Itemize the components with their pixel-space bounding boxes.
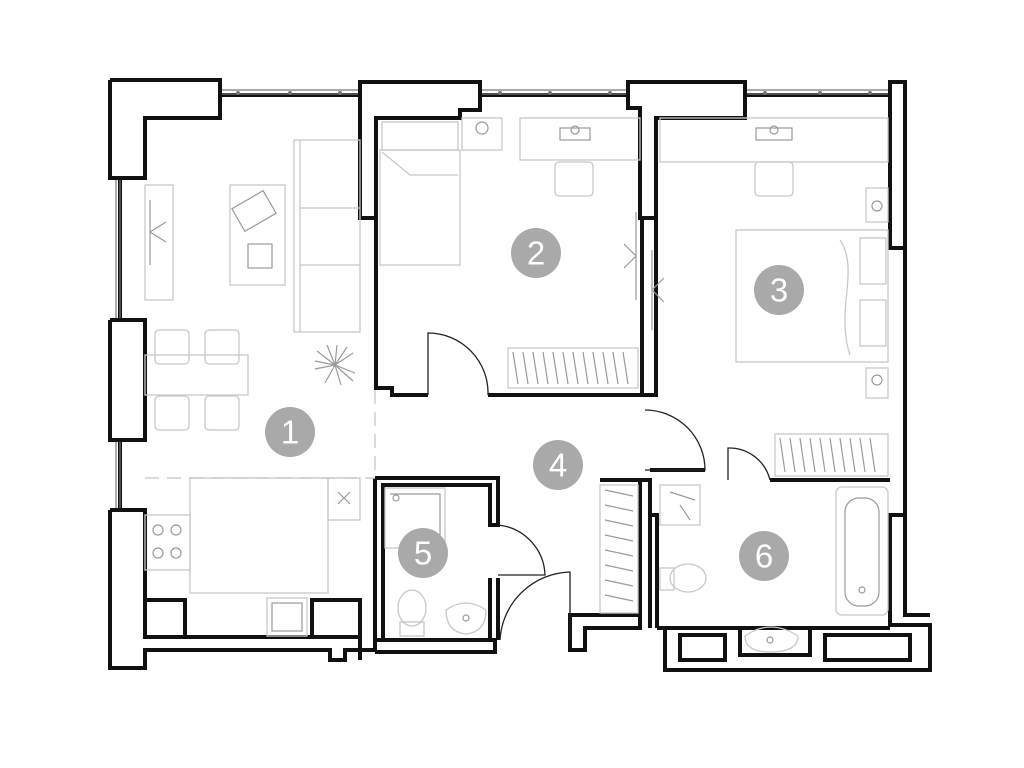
room-badge-5: 5	[398, 528, 448, 578]
room-number-4: 4	[549, 447, 567, 484]
plant-icon	[314, 344, 356, 386]
room-number-1: 1	[281, 414, 299, 451]
room-badge-6: 6	[739, 531, 789, 581]
doors	[427, 332, 771, 641]
exterior-walls	[108, 78, 932, 672]
room-badge-1: 1	[265, 407, 315, 457]
room-number-5: 5	[414, 535, 432, 572]
room-badge-4: 4	[533, 440, 583, 490]
room-badge-2: 2	[511, 228, 561, 278]
room-number-3: 3	[770, 272, 788, 309]
windows	[115, 89, 888, 508]
room-number-6: 6	[755, 538, 773, 575]
interior-walls	[145, 218, 912, 662]
room-number-2: 2	[527, 235, 545, 272]
furniture	[144, 117, 889, 653]
room-badge-3: 3	[754, 265, 804, 315]
